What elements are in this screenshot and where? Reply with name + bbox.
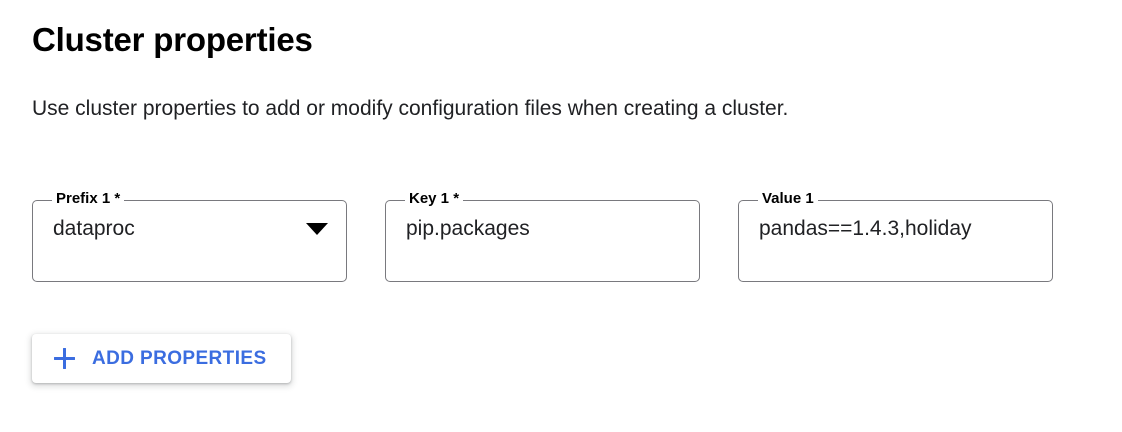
field-key-1[interactable]: Key 1 * pip.packages [385, 189, 700, 282]
page-description: Use cluster properties to add or modify … [32, 97, 789, 120]
chevron-down-icon[interactable] [306, 223, 328, 235]
value-1-value: pandas==1.4.3,holiday [759, 217, 972, 240]
field-label-prefix-1: Prefix 1 * [52, 189, 125, 209]
plus-icon [54, 348, 75, 369]
page-title: Cluster properties [32, 21, 313, 58]
properties-field-row: Prefix 1 * dataproc Key 1 * pip.packages [32, 189, 1053, 282]
field-label-key-1: Key 1 * [405, 189, 464, 209]
add-properties-label: ADD PROPERTIES [92, 347, 267, 369]
field-value-1[interactable]: Value 1 pandas==1.4.3,holiday [738, 189, 1053, 282]
value-1-input[interactable]: pandas==1.4.3,holiday [739, 201, 1052, 257]
field-label-value-1: Value 1 [758, 189, 818, 209]
add-properties-button[interactable]: ADD PROPERTIES [32, 334, 291, 383]
key-1-input[interactable]: pip.packages [386, 201, 699, 257]
prefix-1-select[interactable]: dataproc [33, 201, 346, 257]
field-prefix-1[interactable]: Prefix 1 * dataproc [32, 189, 347, 282]
prefix-1-value: dataproc [53, 217, 135, 240]
key-1-value: pip.packages [406, 217, 530, 240]
